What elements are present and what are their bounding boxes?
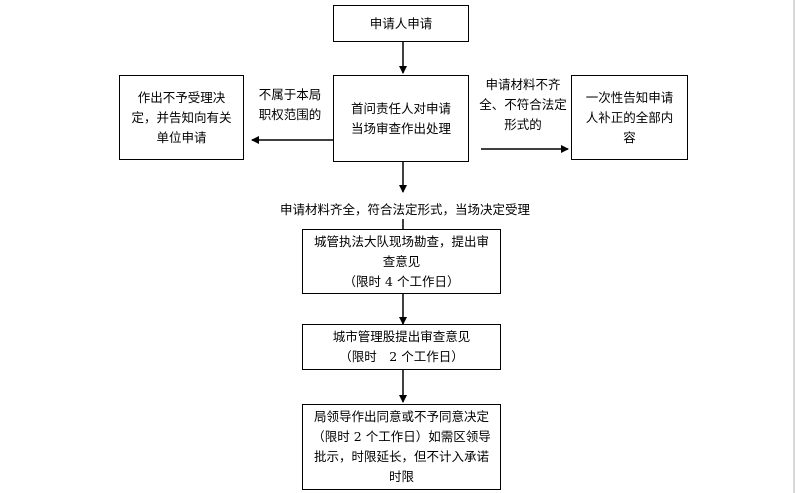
node-first-officer: 首问责任人对申请当场审查作出处理	[333, 75, 469, 162]
node-mgmt-time: （限时 2 个工作日）	[339, 349, 464, 364]
node-mgmt: 城市管理股提出审查意见 （限时 2 个工作日）	[302, 324, 501, 370]
node-apply: 申请人申请	[333, 5, 469, 42]
node-first-officer-text: 首问责任人对申请当场审查作出处理	[350, 100, 451, 136]
node-inspect-time: （限时 4 个工作日）	[343, 273, 460, 289]
node-notify-text: 一次性告知申请人补正的全部内容	[585, 89, 674, 145]
edge-label-incomplete: 申请材料不齐全、不符合法定形式的	[479, 77, 567, 132]
node-leader-text: 局领导作出同意或不予同意决定（限时 2 个工作日）如需区领导批示，时限延长，但不…	[312, 409, 491, 484]
node-inspect: 城管执法大队现场勘查，提出审查意见 （限时 4 个工作日）	[302, 229, 501, 294]
node-apply-text: 申请人申请	[369, 15, 433, 31]
node-reject-text: 作出不予受理决定，并告知向有关单位申请	[131, 89, 232, 145]
node-notify: 一次性告知申请人补正的全部内容	[571, 75, 688, 160]
node-reject: 作出不予受理决定，并告知向有关单位申请	[119, 75, 244, 160]
node-mgmt-text: 城市管理股提出审查意见	[332, 329, 471, 344]
edge-label-complete: 申请材料齐全，符合法定形式，当场决定受理	[279, 202, 530, 217]
node-leader: 局领导作出同意或不予同意决定（限时 2 个工作日）如需区领导批示，时限延长，但不…	[302, 404, 501, 490]
edge-label-not-in-scope: 不属于本局职权范围的	[258, 87, 322, 122]
node-inspect-text: 城管执法大队现场勘查，提出审查意见	[313, 233, 489, 269]
page-right-edge	[793, 0, 795, 493]
